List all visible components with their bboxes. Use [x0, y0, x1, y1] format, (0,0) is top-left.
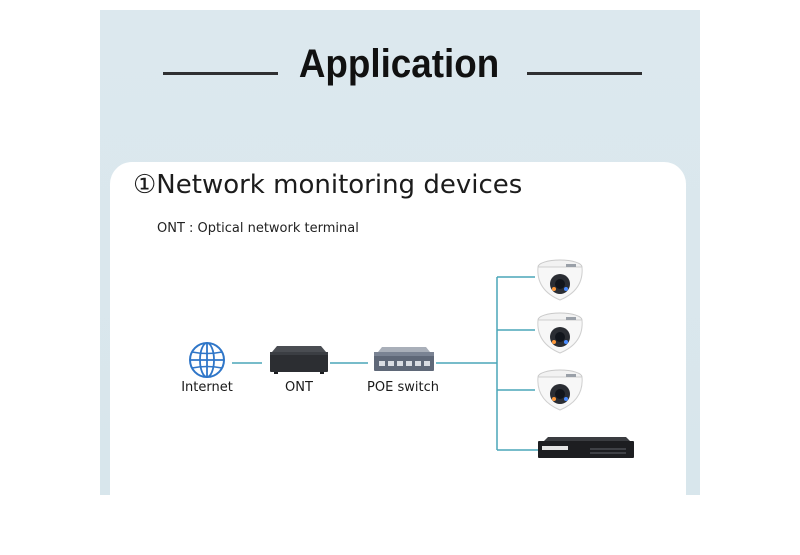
banner-rule-left — [163, 72, 278, 75]
ont-device-icon — [270, 346, 328, 374]
poe-switch-label: POE switch — [367, 380, 439, 395]
ont-label: ONT — [285, 380, 313, 395]
banner-title: Application — [298, 42, 500, 86]
poe-switch-icon — [374, 347, 434, 371]
dome-camera-icon — [537, 369, 583, 411]
globe-icon — [189, 342, 225, 378]
banner-rule-right — [527, 72, 642, 75]
internet-label: Internet — [181, 380, 233, 395]
dome-camera-icon — [537, 312, 583, 354]
ont-definition-note: ONT : Optical network terminal — [157, 221, 359, 236]
nvr-icon — [538, 437, 634, 458]
dome-camera-icon — [537, 259, 583, 301]
connector-lines — [232, 276, 538, 451]
section-title: ①Network monitoring devices — [133, 170, 523, 200]
